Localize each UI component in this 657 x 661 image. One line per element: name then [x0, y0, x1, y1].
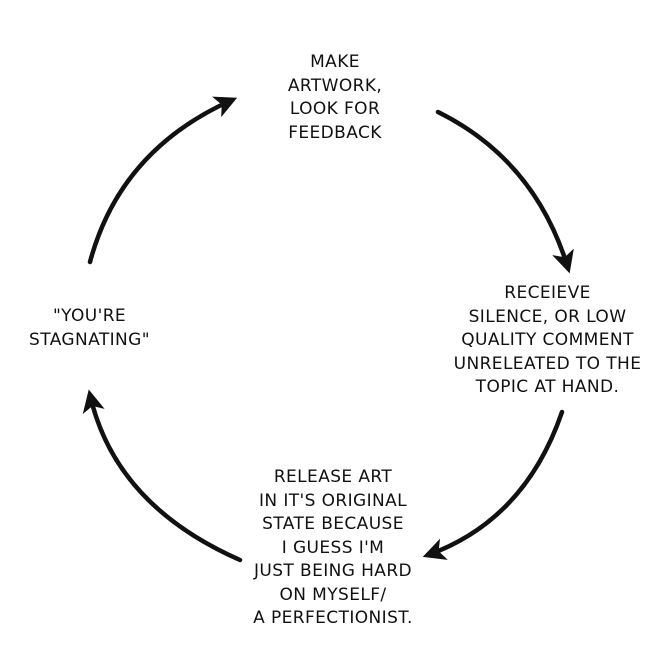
node-left-line: "YOU'RE [52, 306, 127, 326]
node-bottom-line: JUST BEING HARD [253, 561, 413, 581]
node-bottom-line: A PERFECTIONIST. [253, 608, 413, 628]
node-release-art: RELEASE ART IN IT'S ORIGINAL STATE BECAU… [228, 466, 438, 631]
node-right-line: QUALITY COMMENT [461, 330, 634, 350]
node-bottom-line: RELEASE ART [273, 467, 393, 487]
node-right-line: TOPIC AT HAND. [475, 377, 620, 397]
node-top-line: MAKE [310, 52, 360, 72]
node-youre-stagnating: "YOU'RE STAGNATING" [2, 305, 177, 352]
arrow-left-to-top [87, 96, 238, 265]
node-top-line: FEEDBACK [288, 122, 382, 143]
node-top-line: LOOK FOR [289, 99, 381, 119]
node-top-line: ARTWORK, [287, 75, 383, 96]
node-left-line: STAGNATING" [29, 329, 150, 350]
arrow-bottom-to-left [82, 389, 243, 563]
node-right-line: SILENCE, OR LOW [468, 306, 627, 327]
node-right-line: UNRELEATED TO THE [453, 353, 642, 374]
node-bottom-line: STATE BECAUSE [262, 514, 404, 534]
arrow-right-to-bottom [422, 409, 565, 560]
node-bottom-line: IN IT'S ORIGINAL [258, 490, 407, 511]
node-receive-silence: RECEIEVE SILENCE, OR LOW QUALITY COMMENT… [440, 282, 655, 400]
node-make-artwork: MAKE ARTWORK, LOOK FOR FEEDBACK [250, 51, 420, 145]
node-bottom-line: ON MYSELF/ [279, 584, 387, 605]
node-right-line: RECEIEVE [504, 283, 591, 303]
arrow-top-to-right [435, 109, 574, 274]
node-bottom-line: I GUESS I'M [281, 537, 385, 558]
